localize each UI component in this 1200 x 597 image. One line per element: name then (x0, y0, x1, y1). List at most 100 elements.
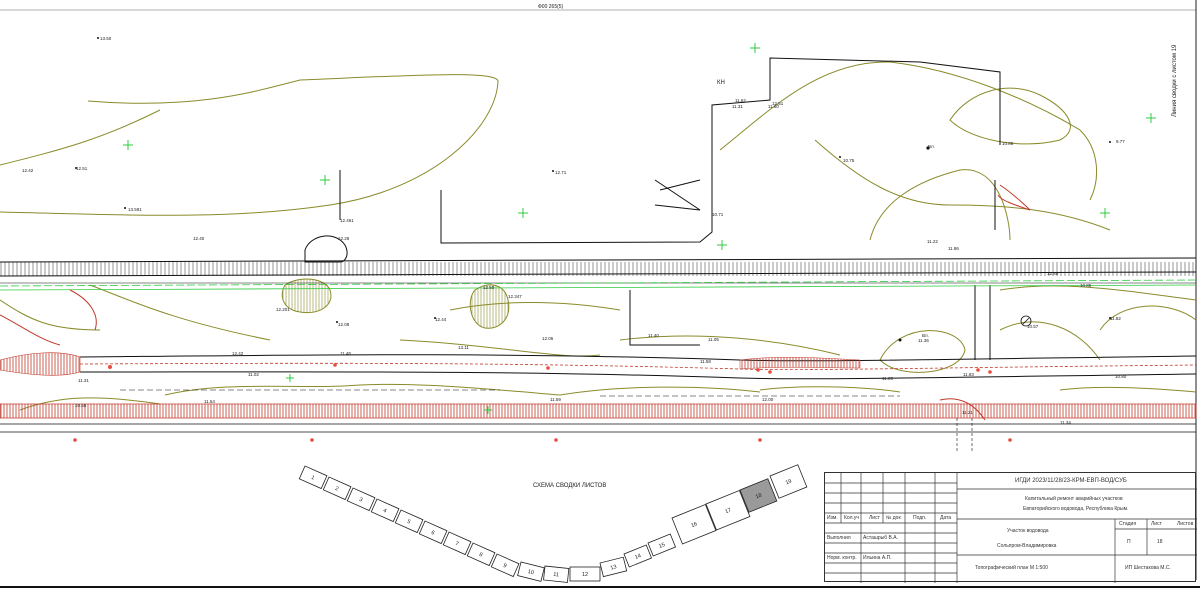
sheet-label: Лист (1151, 521, 1162, 527)
elevation-label: 11.31 (732, 104, 743, 109)
elevation-label: 10.75 (843, 158, 855, 163)
elevation-label: 11.05 (882, 376, 893, 381)
grid-crosses (123, 43, 1156, 414)
stage-label: Стадия (1119, 521, 1137, 527)
elevation-label: 12.461 (340, 218, 354, 223)
elevation-label: 12.40 (193, 236, 205, 241)
elevation-label: 12.40 (1047, 271, 1059, 276)
sheet-value: 18 (1157, 539, 1163, 545)
road (0, 257, 1197, 291)
elevation-label: 11.58 (700, 359, 711, 364)
scheme-sheet: 9 (490, 553, 520, 578)
scheme-sheet-number: 7 (454, 541, 459, 548)
title-block: Изм. Кол.уч Лист № док Подп. Дата Выполн… (824, 472, 1197, 583)
elevation-label: 12.71 (555, 170, 567, 175)
scheme-sheet: 1 (298, 465, 328, 490)
scheme-sheet: 5 (394, 509, 424, 534)
scheme-sheet-number: 3 (358, 497, 363, 504)
elevation-dots (75, 37, 1111, 342)
scheme-sheet-number: 16 (690, 521, 698, 529)
elevation-label: 11.60 (768, 104, 779, 109)
red-contours (0, 184, 1031, 421)
scheme-sheet-number: 5 (406, 519, 411, 526)
name-normcontrol: Ильина А.П. (863, 555, 892, 561)
hdr-kol: Кол.уч (844, 515, 859, 521)
embankment (0, 389, 1197, 433)
well-label-2: Вл. (928, 144, 935, 149)
elevation-label: 10.71 (712, 212, 724, 217)
elevation-label: 10.86 (1002, 141, 1014, 146)
elevation-label: 12.50 (483, 285, 495, 290)
elevation-label: 12.42 (22, 168, 34, 173)
scheme-sheet: 18 (739, 478, 778, 513)
elevation-label: 10.80 (1115, 374, 1127, 379)
elevation-label: 11.40 (648, 333, 659, 338)
side-note-text: Линия сводки с листом 19 (1172, 44, 1178, 117)
organization: ИП Шестакова М.С. (1125, 565, 1171, 571)
name-executor: Асташрыб В.А. (863, 535, 898, 541)
elevation-label: 11.48 (340, 351, 351, 356)
scheme-sheet: 15 (647, 533, 677, 557)
elevation-label: 12.28 (338, 236, 350, 241)
elevation-label: 12.42 (232, 351, 244, 356)
elevation-label: 12.44 (435, 317, 447, 322)
elevation-label: 13.11 (458, 345, 469, 350)
scheme-sheet-number: 19 (785, 479, 793, 487)
elevation-label: 11.59 (550, 397, 561, 402)
elevation-label: 10.85 (1080, 283, 1092, 288)
scheme-sheet: 7 (442, 531, 472, 556)
elevation-label: 11.34 (1060, 420, 1071, 425)
elevation-label: 12.347 (508, 294, 522, 299)
scheme-sheet: 16 (671, 503, 717, 545)
scheme-sheet-number: 13 (610, 564, 617, 571)
project-line1: Капитальный ремонт аварийных участков (1025, 496, 1123, 502)
elevation-label: 12.51 (76, 166, 88, 171)
elevation-label: 9.77 (1116, 139, 1125, 144)
section-lines (956, 418, 973, 452)
plan-title: Топографический план М 1:500 (975, 565, 1048, 571)
elevation-label: 12.201 (276, 307, 290, 312)
elevation-label: 10.57 (1027, 324, 1039, 329)
scheme-sheet-number: 10 (527, 569, 534, 576)
elevation-label: 11.31 (78, 378, 89, 383)
elevation-label: 13.50 (100, 36, 112, 41)
scheme-sheet-number: 15 (658, 542, 666, 550)
elevation-label: 11.36 (918, 338, 929, 343)
scheme-sheet: 6 (418, 520, 448, 545)
scheme-sheet: 14 (623, 544, 653, 568)
project-line2: Евпаторийского водовода, Республика Крым… (1023, 506, 1129, 512)
hdr-date: Дата (940, 515, 952, 521)
role-normcontrol: Норм. контр. (827, 555, 857, 561)
elevation-label: 11.22 (927, 239, 938, 244)
elevation-label: 10.65 (75, 403, 87, 408)
scheme-sheet: 2 (322, 476, 352, 501)
scheme-title: СХЕМА СВОДКИ ЛИСТОВ (533, 483, 607, 489)
scheme-sheet: 10 (517, 561, 545, 582)
scheme-sheet: 12 (569, 566, 601, 582)
stage-value: П (1127, 539, 1131, 545)
contour-lines (0, 61, 1197, 411)
elevation-label: 12.00 (762, 397, 774, 402)
pit-areas (281, 235, 510, 329)
section-title: Участок водовода (1007, 528, 1049, 534)
section-subtitle: Сольпром-Владимировка (997, 543, 1057, 549)
scheme-sheet-number: 11 (553, 572, 559, 579)
elevation-label: 11.54 (204, 399, 215, 404)
scheme-sheet-number: 2 (334, 486, 339, 493)
scheme-sheet-number: 12 (582, 572, 588, 578)
kn-label: КН (717, 80, 725, 86)
hdr-doc: № док (886, 515, 901, 521)
sheets-label: Листов (1177, 521, 1194, 527)
well-symbol (1020, 315, 1032, 327)
stamp-top: Ф00 265(5) (538, 4, 564, 10)
scheme-sheet-number: 17 (724, 507, 732, 515)
scheme-sheet-number: 18 (755, 493, 763, 501)
scheme-sheet-number: 8 (478, 552, 483, 559)
pipeline (0, 352, 1197, 380)
elevation-label: 12.06 (542, 336, 554, 341)
scheme-sheet: 17 (705, 489, 751, 531)
scheme-sheet-number: 1 (310, 475, 315, 482)
hdr-list: Лист (869, 515, 880, 521)
